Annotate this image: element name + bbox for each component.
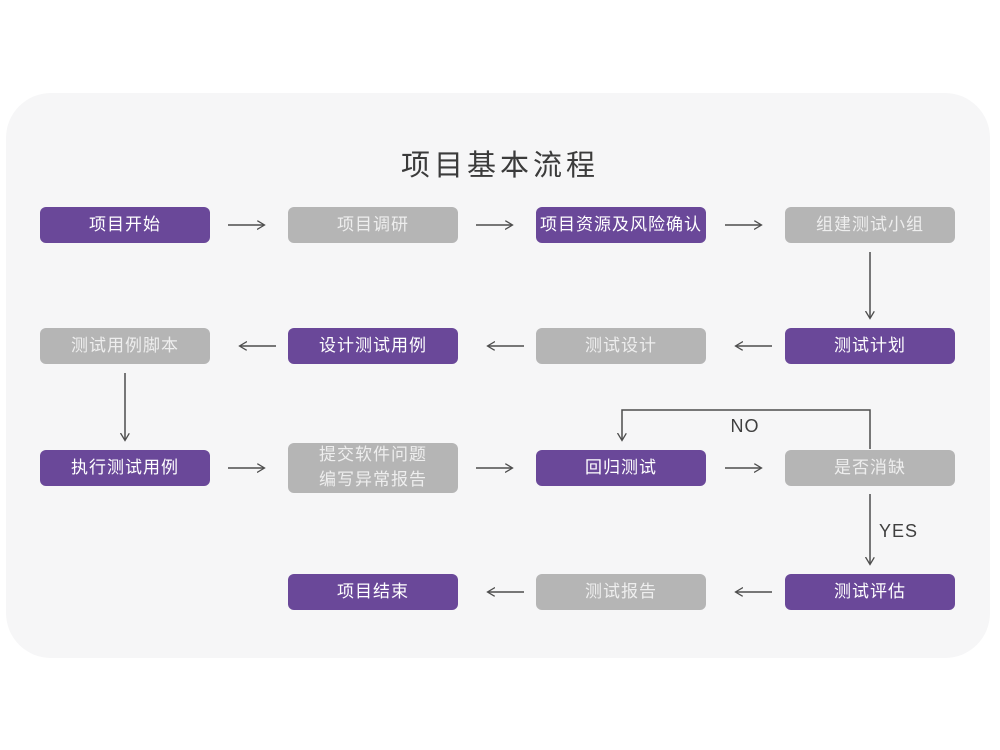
node-defect-resolved: 是否消缺 [785, 450, 955, 486]
node-resource-risk-confirm: 项目资源及风险确认 [536, 207, 706, 243]
node-project-end: 项目结束 [288, 574, 458, 610]
node-submit-issues-write-report: 提交软件问题 编写异常报告 [288, 443, 458, 493]
diagram-title: 项目基本流程 [400, 150, 599, 182]
node-test-plan: 测试计划 [785, 328, 955, 364]
node-design-test-cases: 设计测试用例 [288, 328, 458, 364]
node-execute-test-cases: 执行测试用例 [40, 450, 210, 486]
node-project-research: 项目调研 [288, 207, 458, 243]
node-build-test-team: 组建测试小组 [785, 207, 955, 243]
node-regression-test: 回归测试 [536, 450, 706, 486]
edge-label-yes: YES [879, 521, 919, 541]
edge-label-no: NO [730, 416, 760, 436]
node-test-report: 测试报告 [536, 574, 706, 610]
node-test-case-script: 测试用例脚本 [40, 328, 210, 364]
node-project-start: 项目开始 [40, 207, 210, 243]
node-test-design: 测试设计 [536, 328, 706, 364]
background-card [6, 93, 990, 658]
node-test-evaluation: 测试评估 [785, 574, 955, 610]
